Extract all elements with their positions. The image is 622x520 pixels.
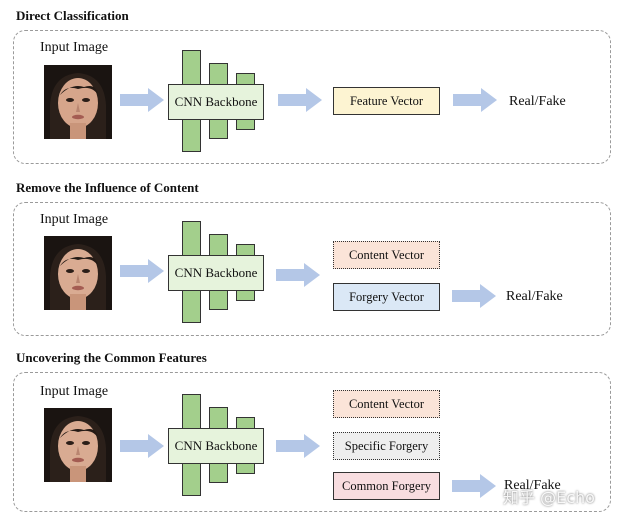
cnn-backbone-label: CNN Backbone <box>168 255 264 291</box>
common-forgery-box: Common Forgery <box>333 472 440 500</box>
input-face-image <box>44 236 112 310</box>
feature-vector-box: Feature Vector <box>333 87 440 115</box>
content-vector-box: Content Vector <box>333 390 440 418</box>
specific-forgery-box: Specific Forgery <box>333 432 440 460</box>
content-vector-box: Content Vector <box>333 241 440 269</box>
input-image-label: Input Image <box>40 40 109 55</box>
input-face-image <box>44 65 112 139</box>
output-label: Real/Fake <box>504 478 561 493</box>
section-title-remove-content: Remove the Influence of Content <box>16 180 199 195</box>
cnn-backbone-label: CNN Backbone <box>168 84 264 120</box>
watermark: 知乎 @Echo <box>503 488 595 507</box>
input-image-label: Input Image <box>40 212 109 227</box>
section-title-direct-classification: Direct Classification <box>16 8 129 23</box>
panel-remove-content <box>13 202 611 336</box>
cnn-backbone-label: CNN Backbone <box>168 428 264 464</box>
section-title-common-features: Uncovering the Common Features <box>16 350 207 365</box>
output-label: Real/Fake <box>506 289 563 304</box>
input-image-label: Input Image <box>40 384 109 399</box>
arrow-right-icon <box>278 88 322 117</box>
forgery-vector-box: Forgery Vector <box>333 283 440 311</box>
arrow-right-icon <box>452 284 496 313</box>
cnn-backbone: CNN Backbone <box>168 50 266 152</box>
arrow-right-icon <box>276 434 320 463</box>
arrow-right-icon <box>120 259 164 288</box>
arrow-right-icon <box>452 474 496 503</box>
panel-common-features <box>13 372 611 512</box>
panel-direct-classification <box>13 30 611 164</box>
arrow-right-icon <box>453 88 497 117</box>
cnn-backbone: CNN Backbone <box>168 394 266 496</box>
arrow-right-icon <box>120 434 164 463</box>
arrow-right-icon <box>120 88 164 117</box>
arrow-right-icon <box>276 263 320 292</box>
output-label: Real/Fake <box>509 94 566 109</box>
cnn-backbone: CNN Backbone <box>168 221 266 323</box>
input-face-image <box>44 408 112 482</box>
